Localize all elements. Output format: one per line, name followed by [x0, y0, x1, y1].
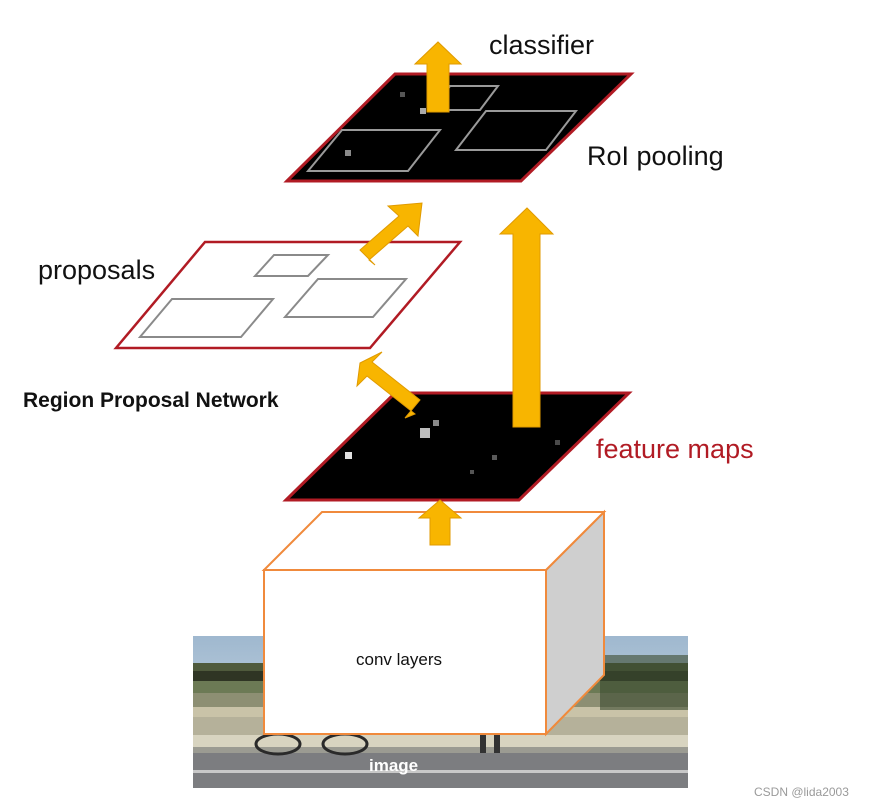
watermark-label: CSDN @lida2003 — [754, 785, 849, 799]
conv-layers-box — [261, 509, 607, 737]
roi-pooling-label: RoI pooling — [587, 141, 724, 171]
arrow-feature-to-roi — [498, 207, 555, 428]
image-label: image — [369, 756, 419, 775]
proposals-label: proposals — [38, 255, 156, 285]
arrow-feature-to-proposals — [356, 351, 421, 419]
feature-maps-plane — [282, 391, 633, 502]
arrow-proposals-to-roi — [359, 202, 423, 266]
proposals-plane — [113, 240, 463, 350]
classifier-label: classifier — [489, 30, 595, 60]
feature-maps-label: feature maps — [596, 434, 754, 464]
roi-pooling-plane — [283, 72, 635, 183]
arrow-roi-to-classifier — [413, 41, 463, 113]
conv-layers-label: conv layers — [356, 650, 442, 669]
arrow-conv-to-feature — [417, 499, 463, 546]
rpn-label: Region Proposal Network — [23, 389, 279, 412]
